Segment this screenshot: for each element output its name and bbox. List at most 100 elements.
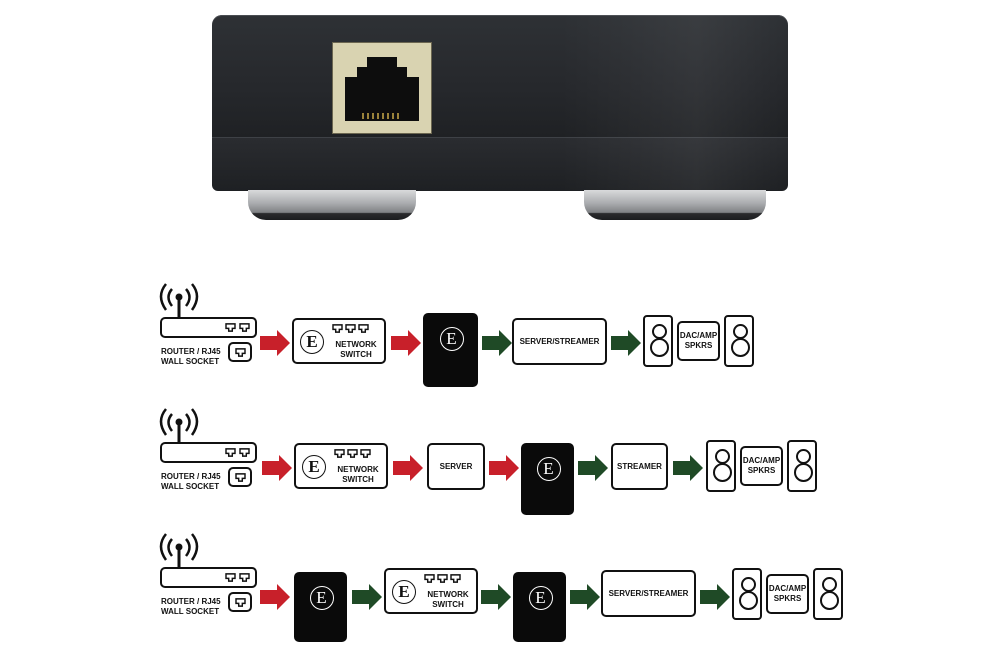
device-body-bottom [212, 137, 788, 191]
brand-logo-icon: E [300, 330, 324, 354]
ethernet-port-icon [239, 573, 250, 582]
server-box-label: SERVER [439, 461, 473, 471]
server-box: SERVER [427, 443, 485, 490]
router-box [160, 317, 257, 338]
speaker-icon [706, 440, 736, 492]
red-arrow-icon [262, 455, 292, 481]
ethernet-port-icon [345, 324, 356, 333]
green-arrow-icon [673, 455, 703, 481]
switch-label-line2: SWITCH [432, 600, 464, 609]
ethernet-port-icon [239, 323, 250, 332]
brand-logo-icon: E [536, 457, 561, 481]
ethernet-port-icon [225, 323, 236, 332]
router-label-line1: ROUTER / RJ45 [161, 597, 221, 606]
switch-ports [334, 449, 371, 461]
speaker-icon [787, 440, 817, 492]
dac-label-line2: SPKRS [747, 466, 776, 475]
isolator-device: E [521, 443, 574, 515]
ethernet-port-icon [235, 348, 246, 357]
switch-label-line1: NETWORK [337, 465, 379, 474]
server-streamer-box-label: SERVER/STREAMER [519, 336, 600, 346]
switch-label-line1: NETWORK [427, 590, 469, 599]
brand-logo-icon: E [439, 327, 464, 351]
red-arrow-icon [393, 455, 423, 481]
green-arrow-icon [482, 330, 512, 356]
ethernet-port-icon [235, 473, 246, 482]
speaker-icon [813, 568, 843, 620]
ethernet-port-icon [360, 449, 371, 458]
green-arrow-icon [700, 584, 730, 610]
router-label-line2: WALL SOCKET [161, 482, 220, 491]
router-box [160, 567, 257, 588]
router-label-line1: ROUTER / RJ45 [161, 347, 221, 356]
ethernet-port-icon [239, 448, 250, 457]
ethernet-port-icon [225, 448, 236, 457]
dac-label-line1: DAC/AMP [679, 331, 718, 340]
green-arrow-icon [352, 584, 382, 610]
isolator-device: E [513, 572, 566, 642]
speaker-icon [643, 315, 673, 367]
red-arrow-icon [260, 330, 290, 356]
isolator-device: E [294, 572, 347, 642]
ethernet-port-icon [358, 324, 369, 333]
green-arrow-icon [570, 584, 600, 610]
router-label-line1: ROUTER / RJ45 [161, 472, 221, 481]
switch-label-line2: SWITCH [340, 350, 372, 359]
green-arrow-icon [578, 455, 608, 481]
rj45-port-icon [332, 42, 432, 134]
speaker-icon [732, 568, 762, 620]
dac-label-line2: SPKRS [684, 341, 713, 350]
router-label-line2: WALL SOCKET [161, 607, 220, 616]
brand-logo-icon: E [392, 580, 416, 604]
wall-socket-box [228, 467, 252, 487]
device-foot-left [248, 190, 416, 220]
ethernet-port-icon [332, 324, 343, 333]
router-box [160, 442, 257, 463]
server-streamer-box: SERVER/STREAMER [512, 318, 607, 365]
isolator-device: E [423, 313, 478, 387]
device-foot-right [584, 190, 766, 220]
wall-socket-box [228, 592, 252, 612]
dac-label-line1: DAC/AMP [742, 456, 781, 465]
speaker-icon [724, 315, 754, 367]
streamer-box-label: STREAMER [617, 461, 662, 471]
streamer-box: STREAMER [611, 443, 668, 490]
router-label-line2: WALL SOCKET [161, 357, 220, 366]
switch-label-line1: NETWORK [335, 340, 377, 349]
brand-logo-icon: E [309, 586, 334, 610]
dac-label-line2: SPKRS [773, 594, 802, 603]
wall-socket-box [228, 342, 252, 362]
brand-logo-icon: E [302, 455, 326, 479]
ethernet-port-icon [334, 449, 345, 458]
server-streamer-box-label: SERVER/STREAMER [608, 588, 689, 598]
red-arrow-icon [260, 584, 290, 610]
ethernet-port-icon [225, 573, 236, 582]
ethernet-port-icon [347, 449, 358, 458]
device-body-top [212, 15, 788, 137]
switch-label-line2: SWITCH [342, 475, 374, 484]
ethernet-port-icon [424, 574, 435, 583]
red-arrow-icon [489, 455, 519, 481]
red-arrow-icon [391, 330, 421, 356]
green-arrow-icon [611, 330, 641, 356]
server-streamer-box: SERVER/STREAMER [601, 570, 696, 617]
switch-ports [332, 324, 369, 336]
ethernet-port-icon [450, 574, 461, 583]
